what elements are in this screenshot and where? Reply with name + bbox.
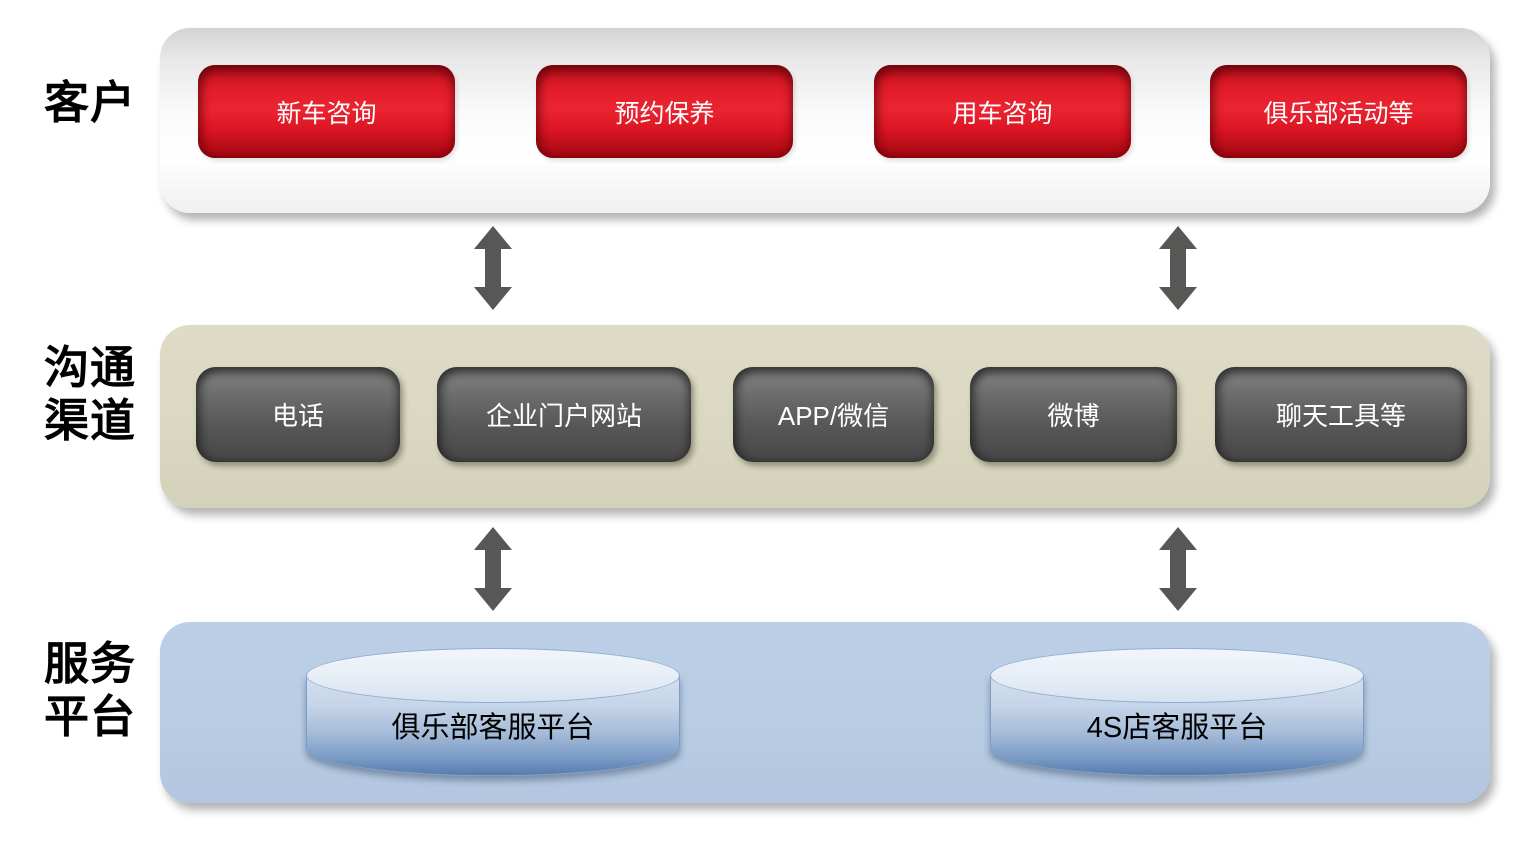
maintenance-booking-button: 预约保养 <box>536 65 793 158</box>
club-service-platform-label: 俱乐部客服平台 <box>391 712 595 744</box>
platform-layer-label-line1: 服务 <box>44 638 137 689</box>
app-wechat-channel-button: APP/微信 <box>733 367 934 462</box>
club-service-platform-cylinder: 俱乐部客服平台 <box>306 648 680 776</box>
4s-store-service-platform-cylinder: 4S店客服平台 <box>990 648 1364 776</box>
phone-channel-button: 电话 <box>196 367 400 462</box>
new-car-inquiry-button: 新车咨询 <box>198 65 455 158</box>
channels-layer-label-line1: 沟通 <box>44 342 137 393</box>
platform-layer-label: 服务 平台 <box>44 637 136 743</box>
cylinder-top-ellipse <box>990 648 1364 703</box>
customer-layer-label: 客户 <box>44 76 136 129</box>
double-arrow-icon <box>474 226 512 310</box>
double-arrow-icon <box>1159 226 1197 310</box>
channels-layer: 电话 企业门户网站 APP/微信 微博 聊天工具等 <box>160 325 1490 508</box>
weibo-channel-button: 微博 <box>970 367 1177 462</box>
platform-layer-label-line2: 平台 <box>44 691 137 742</box>
cylinder-top-ellipse <box>306 648 680 703</box>
double-arrow-icon <box>474 527 512 611</box>
channels-layer-label-line2: 渠道 <box>44 395 137 446</box>
portal-website-channel-button: 企业门户网站 <box>437 367 691 462</box>
chat-tools-channel-button: 聊天工具等 <box>1215 367 1467 462</box>
club-activities-button: 俱乐部活动等 <box>1210 65 1467 158</box>
4s-store-service-platform-label: 4S店客服平台 <box>1086 712 1268 744</box>
double-arrow-icon <box>1159 527 1197 611</box>
channels-layer-label: 沟通 渠道 <box>44 341 136 447</box>
customer-layer-label-text: 客户 <box>44 77 137 128</box>
customer-layer: 新车咨询 预约保养 用车咨询 俱乐部活动等 <box>160 28 1490 213</box>
car-use-inquiry-button: 用车咨询 <box>874 65 1131 158</box>
platform-layer: 俱乐部客服平台 4S店客服平台 <box>160 622 1490 803</box>
